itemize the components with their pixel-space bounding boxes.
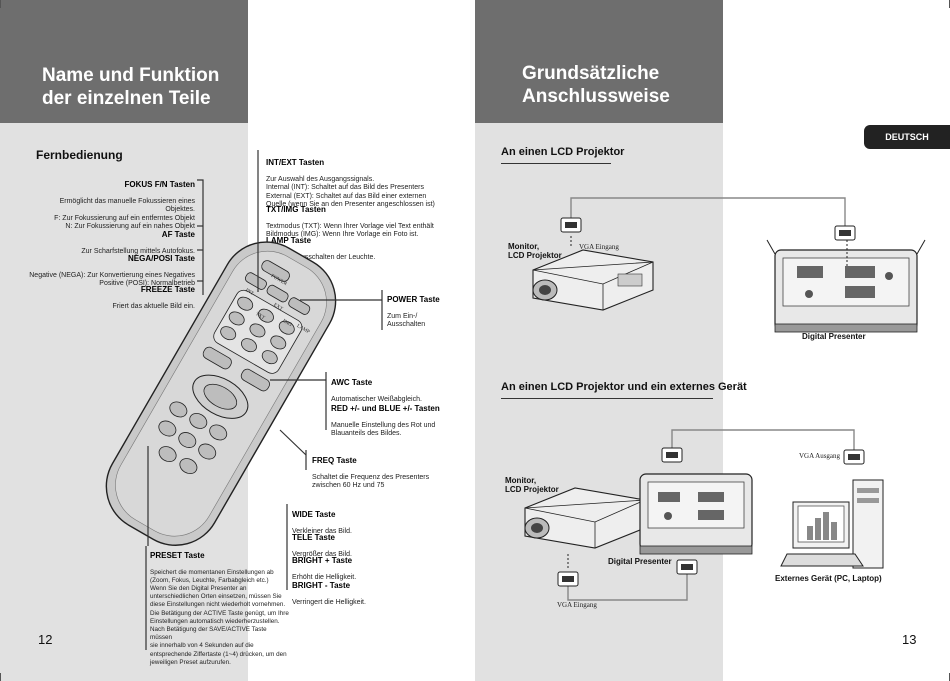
monitor-label-2: Monitor, LCD Projektor	[505, 476, 559, 494]
left-title-line-2: der einzelnen Teile	[42, 88, 211, 109]
remote-control-illustration	[105, 150, 383, 650]
right-header-band: Grundsätzliche Anschlussweise	[475, 0, 723, 123]
item-red-blue-title: RED +/- und BLUE +/- Tasten	[331, 403, 440, 413]
vga-eingang-label-2: VGA Eingang	[557, 601, 597, 609]
item-power-desc: Zum Ein-/ Ausschalten	[387, 312, 426, 329]
item-freeze-desc: Friert das aktuelle Bild ein.	[112, 302, 195, 310]
vga-connector	[676, 559, 698, 575]
connection-diagram	[524, 197, 926, 601]
item-red-blue: RED +/- und BLUE +/- Tasten Manuelle Ein…	[331, 396, 471, 447]
page-number-right: 13	[902, 632, 917, 647]
crop-mark	[0, 0, 1, 8]
left-page: Name und Funktion der einzelnen Teile Fe…	[0, 0, 472, 681]
item-txt-img: TXT/IMG Tasten Textmodus (TXT): Wenn Ihr…	[266, 197, 466, 248]
item-red-blue-desc: Manuelle Einstellung des Rot und Blauant…	[331, 421, 436, 438]
vga-connector	[834, 225, 856, 241]
item-int-ext-title: INT/EXT Tasten	[266, 157, 325, 167]
item-bright-plus: BRIGHT + Taste Erhöht die Helligkeit.	[292, 548, 442, 591]
item-int-ext-desc: Zur Auswahl des Ausgangssignals. Interna…	[266, 175, 435, 209]
right-title-line-2: Anschlussweise	[522, 86, 670, 107]
item-fokus: FOKUS F/N Tasten Ermöglicht das manuelle…	[30, 172, 195, 240]
item-tele-title: TELE Taste	[292, 532, 335, 542]
item-freq: FREQ Taste Schaltet die Frequenz des Pre…	[312, 448, 472, 499]
item-nega-posi: NEGA/POSI Taste Negative (NEGA): Zur Kon…	[20, 246, 195, 297]
page-number-left: 12	[38, 632, 53, 647]
item-lamp-title: LAMP Taste	[266, 235, 312, 245]
right-title-line-1: Grundsätzliche	[522, 63, 660, 84]
item-preset-title: PRESET Taste	[150, 551, 205, 561]
vga-connector	[560, 217, 582, 233]
digital-presenter-label-1: Digital Presenter	[802, 332, 866, 341]
item-bright-minus-desc: Verringert die Helligkeit.	[292, 598, 366, 606]
item-freq-title: FREQ Taste	[312, 455, 357, 465]
section-title-fernbedienung: Fernbedienung	[36, 148, 123, 162]
vga-connector	[843, 449, 865, 465]
item-af-title: AF Taste	[161, 229, 195, 239]
left-page-title: Name und Funktion der einzelnen Teile	[42, 64, 219, 110]
vga-connector	[557, 571, 579, 587]
section-rule	[501, 163, 611, 164]
item-bright-plus-title: BRIGHT + Taste	[292, 555, 353, 565]
item-txt-img-desc: Textmodus (TXT): Wenn Ihrer Vorlage viel…	[266, 222, 434, 239]
computer-illustration	[780, 479, 884, 569]
item-preset: PRESET Taste Speichert die momentanen Ei…	[150, 544, 290, 675]
section-title-lcd-external: An einen LCD Projektor und ein externes …	[501, 381, 747, 393]
section-rule	[501, 398, 713, 399]
vga-connector	[661, 447, 683, 463]
item-tele: TELE Taste Vergrößer das Bild.	[292, 525, 442, 568]
monitor-label-1: Monitor, LCD Projektor	[508, 242, 562, 260]
item-wide: WIDE Taste Verkleiner das Bild.	[292, 502, 442, 545]
item-nega-posi-desc: Negative (NEGA): Zur Konvertierung eines…	[29, 271, 195, 288]
item-awc: AWC Taste Automatischer Weißabgleich.	[331, 370, 471, 413]
item-int-ext: INT/EXT Tasten Zur Auswahl des Ausgangss…	[266, 150, 466, 218]
item-nega-posi-title: NEGA/POSI Taste	[128, 253, 195, 263]
left-title-line-1: Name und Funktion	[42, 65, 220, 86]
item-awc-title: AWC Taste	[331, 377, 373, 387]
item-fokus-title: FOKUS F/N Tasten	[124, 179, 195, 189]
item-af: AF Taste Zur Scharfstellung mittels Auto…	[30, 222, 195, 265]
crop-mark	[0, 673, 1, 681]
language-badge: DEUTSCH	[864, 125, 950, 149]
item-awc-desc: Automatischer Weißabgleich.	[331, 395, 422, 403]
item-tele-desc: Vergrößer das Bild.	[292, 550, 352, 558]
digital-presenter-label-2: Digital Presenter	[608, 557, 672, 566]
item-txt-img-title: TXT/IMG Tasten	[266, 204, 326, 214]
item-freq-desc: Schaltet die Frequenz des Presenters zwi…	[312, 473, 430, 490]
right-grey-column	[475, 123, 723, 681]
external-device-label: Externes Gerät (PC, Laptop)	[775, 574, 882, 583]
projector	[532, 249, 654, 311]
item-bright-minus-title: BRIGHT - Taste	[292, 580, 351, 590]
item-af-desc: Zur Scharfstellung mittels Autofokus.	[81, 247, 195, 255]
item-wide-title: WIDE Taste	[292, 509, 336, 519]
right-page: Grundsätzliche Anschlussweise DEUTSCH An…	[475, 0, 950, 681]
digital-presenter-device	[639, 473, 753, 555]
item-bright-plus-desc: Erhöht die Helligkeit.	[292, 573, 357, 581]
left-header-band: Name und Funktion der einzelnen Teile	[0, 0, 248, 123]
item-power: POWER Taste Zum Ein-/ Ausschalten	[387, 287, 467, 338]
vga-eingang-label-1: VGA Eingang	[579, 243, 619, 251]
item-wide-desc: Verkleiner das Bild.	[292, 527, 352, 535]
item-power-title: POWER Taste	[387, 294, 440, 304]
item-freeze-title: FREEZE Taste	[140, 284, 195, 294]
item-preset-desc: Speichert die momentanen Einstellungen a…	[150, 568, 289, 666]
projector	[524, 487, 646, 549]
item-fokus-desc: Ermöglicht das manuelle Fokussieren eine…	[54, 197, 195, 231]
digital-presenter-device	[766, 239, 926, 333]
vga-ausgang-label: VGA Ausgang	[799, 452, 841, 460]
right-page-title: Grundsätzliche Anschlussweise	[522, 62, 670, 108]
item-freeze: FREEZE Taste Friert das aktuelle Bild ei…	[30, 277, 195, 320]
item-bright-minus: BRIGHT - Taste Verringert die Helligkeit…	[292, 573, 442, 616]
section-title-lcd: An einen LCD Projektor	[501, 146, 625, 158]
